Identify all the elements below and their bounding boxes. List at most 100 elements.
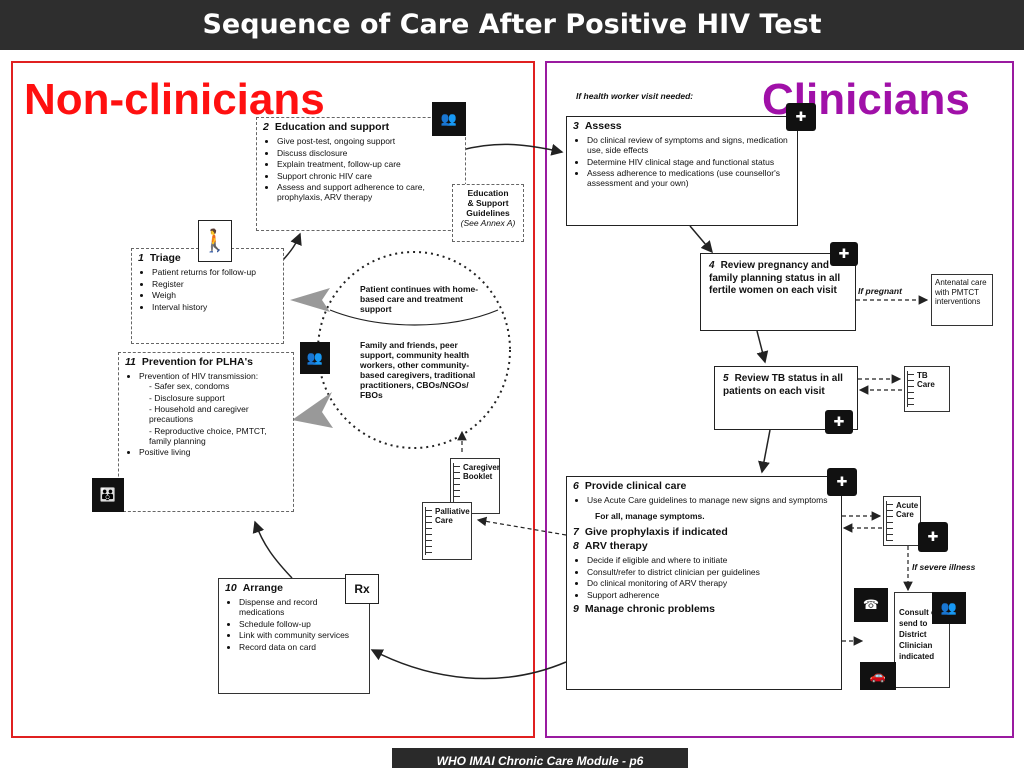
- list-item: Assess adherence to medications (use cou…: [587, 168, 791, 188]
- nurse-icon: ✚: [825, 410, 853, 434]
- step-number: 2: [263, 121, 269, 133]
- sub-item: Disclosure support: [149, 393, 287, 403]
- care-circle: [317, 251, 511, 449]
- list-item: Give post-test, ongoing support: [277, 136, 459, 146]
- family-icon: 👪: [92, 478, 124, 512]
- list-item: Consult/refer to district clinician per …: [587, 567, 835, 577]
- list-item: Link with community services: [239, 630, 363, 640]
- sub-item: Household and caregiver precautions: [149, 404, 287, 424]
- list-item: Register: [152, 279, 277, 289]
- community-icon: 👥: [300, 342, 330, 374]
- prevention-box: 11 Prevention for PLHA's Prevention of HI…: [118, 352, 294, 512]
- big-arrow-to-triage: [290, 288, 330, 312]
- manage-symptoms-text: For all, manage symptoms.: [595, 511, 705, 521]
- guidelines-note: (See Annex A): [460, 218, 516, 228]
- list-item: Positive living: [139, 447, 287, 457]
- prescription-icon: Rx: [345, 574, 379, 604]
- nurse-icon: ✚: [786, 103, 816, 131]
- arrow-10-to-11: [252, 520, 293, 579]
- list-item: Use Acute Care guidelines to manage new …: [587, 495, 835, 505]
- box-title: Prevention for PLHA's: [141, 356, 253, 368]
- arrow-6-to-10: [370, 649, 567, 680]
- doctors-icon: 👥: [932, 592, 966, 624]
- list-item: Decide if eligible and where to initiate: [587, 555, 835, 565]
- clinical-care-box: 6 Provide clinical care Use Acute Care gu…: [566, 476, 842, 690]
- list-item: Patient returns for follow-up: [152, 267, 277, 277]
- if-pregnant-label: If pregnant: [858, 286, 902, 296]
- box-title: Arrange: [242, 582, 283, 594]
- box-title: Review TB status in all patients on each…: [723, 373, 843, 397]
- counselling-icon: 👥: [432, 102, 466, 136]
- door-person-icon: 🚶: [198, 220, 232, 262]
- box-title: Assess: [584, 120, 622, 132]
- circle-top-text: Patient continues with home-based care a…: [360, 284, 479, 314]
- clinicians-frame: [545, 61, 1014, 738]
- page-title: Sequence of Care After Positive HIV Test: [202, 9, 822, 40]
- list-text: Prevention of HIV transmission:: [139, 371, 259, 381]
- list-item: Support adherence: [587, 590, 835, 600]
- non-clinicians-heading: Non-clinicians: [24, 75, 325, 124]
- nurse-icon: ✚: [827, 468, 857, 496]
- step-number: 5: [723, 373, 729, 384]
- list-item: Dispense and record medications: [239, 597, 363, 617]
- footer-credit: WHO IMAI Chronic Care Module - p6: [392, 748, 688, 768]
- step-number: 3: [573, 120, 579, 132]
- step-number: 1: [138, 252, 144, 264]
- box-title: ARV therapy: [584, 540, 648, 552]
- list-item: Do clinical monitoring of ARV therapy: [587, 578, 835, 588]
- antenatal-box: Antenatal care with PMTCT interventions: [931, 274, 993, 326]
- step-number: 9: [573, 602, 579, 615]
- step-number: 11: [125, 356, 136, 368]
- box-title: Provide clinical care: [584, 480, 687, 492]
- nurse-icon: ✚: [918, 522, 948, 552]
- list-item: Discuss disclosure: [277, 148, 459, 158]
- arrow-5-to-6: [758, 429, 771, 474]
- car-icon: 🚗: [860, 662, 896, 690]
- step-number: 4: [709, 260, 715, 271]
- list-item: Prevention of HIV transmission: Safer se…: [139, 371, 287, 446]
- non-clinicians-frame: [11, 61, 535, 738]
- list-item: Assess and support adherence to care, pr…: [277, 182, 459, 202]
- arrow-1-to-2: [282, 232, 302, 261]
- acute-care-booklet: Acute Care: [883, 496, 921, 546]
- list-item: Support chronic HIV care: [277, 171, 459, 181]
- arrow-2-to-3: [461, 143, 564, 156]
- step-number: 6: [573, 480, 579, 492]
- tb-care-booklet: TB Care: [904, 366, 950, 412]
- arrow-6-to-palliative: [476, 516, 567, 536]
- guidelines-line: Education: [467, 188, 509, 198]
- list-item: Interval history: [152, 302, 277, 312]
- phone-icon: ☎: [854, 588, 888, 622]
- triage-box: 1 Triage Patient returns for follow-up Re…: [131, 248, 284, 344]
- title-bar: [0, 0, 1024, 50]
- list-item: Do clinical review of symptoms and signs…: [587, 135, 791, 155]
- visit-needed-note: If health worker visit needed:: [576, 91, 694, 101]
- box-title: Give prophylaxis if indicated: [584, 526, 728, 538]
- assess-box: 3 Assess Do clinical review of symptoms a…: [566, 116, 798, 226]
- box-title: Triage: [149, 252, 181, 264]
- sub-item: Reproductive choice, PMTCT, family plann…: [149, 426, 287, 446]
- palliative-care-booklet: Palliative Care: [422, 502, 472, 560]
- arrow-3-to-4: [689, 225, 713, 254]
- box-title: Education and support: [274, 121, 390, 133]
- guidelines-line: Guidelines: [466, 208, 510, 218]
- list-item: Determine HIV clinical stage and functio…: [587, 157, 791, 167]
- education-support-box: 2 Education and support Give post-test, o…: [256, 117, 466, 231]
- guidelines-line: & Support: [467, 198, 509, 208]
- caregiver-booklet: Caregiver Booklet: [450, 458, 500, 514]
- severe-illness-label: If severe illness: [912, 562, 976, 572]
- list-item: Weigh: [152, 290, 277, 300]
- big-arrow-to-prevention: [292, 392, 333, 428]
- arrow-4-to-5: [756, 330, 769, 364]
- nurse-icon: ✚: [830, 242, 858, 266]
- box-title: Manage chronic problems: [584, 602, 715, 615]
- list-item: Schedule follow-up: [239, 619, 363, 629]
- education-guidelines-box: Education & Support Guidelines (See Anne…: [452, 184, 524, 242]
- step-number: 7: [573, 526, 579, 538]
- care-circle-divider: [329, 309, 499, 326]
- step-number: 10: [225, 582, 237, 594]
- list-item: Record data on card: [239, 642, 363, 652]
- arrange-box: 10 Arrange Dispense and record medication…: [218, 578, 370, 694]
